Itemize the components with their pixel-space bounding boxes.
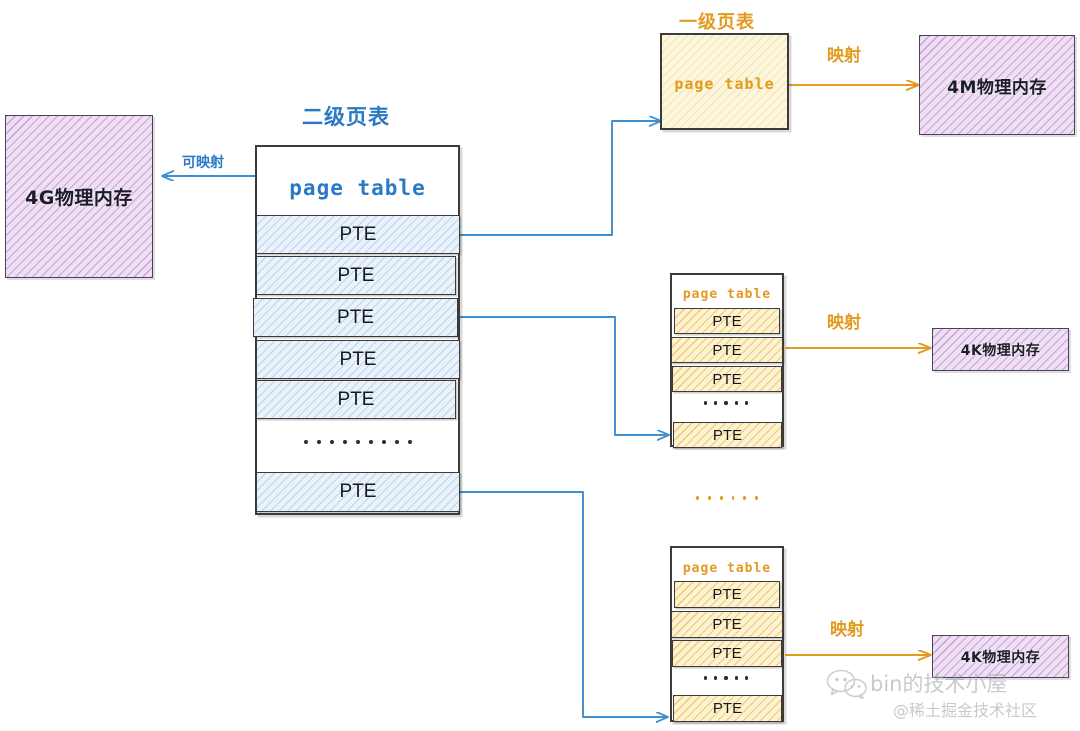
pte-label: PTE (339, 348, 377, 370)
label-map-bottom: 映射 (830, 620, 864, 640)
label-map-top: 映射 (827, 46, 861, 66)
table-row-last: PTE (673, 422, 782, 448)
pte-label: PTE (712, 370, 742, 388)
table-row: PTE (256, 215, 460, 254)
table-row: PTE (671, 337, 783, 363)
page-table-ellipsis (265, 432, 450, 452)
leaf-page-table-middle-title: page table (682, 286, 772, 302)
pte-label: PTE (337, 306, 374, 328)
connector-last-pte-to-bottom-table (459, 491, 667, 717)
table-row: PTE (672, 640, 782, 667)
leaf-tables-ellipsis (696, 490, 758, 506)
memory-block-4k-middle: 4K物理内存 (932, 328, 1069, 371)
pte-label: PTE (712, 312, 742, 330)
pte-label: PTE (337, 388, 375, 410)
table-row: PTE (256, 380, 456, 419)
pte-label: PTE (339, 481, 377, 502)
memory-block-4k-bottom-label: 4K物理内存 (960, 649, 1041, 666)
pte-label: PTE (712, 586, 742, 603)
pte-label: PTE (712, 645, 742, 662)
memory-block-4g: 4G物理内存 (5, 115, 153, 278)
table-row: PTE (256, 340, 460, 379)
page-table-ellipsis (690, 669, 762, 687)
memory-block-4m-label: 4M物理内存 (947, 77, 1047, 98)
title-first-level-page-table: 一级页表 (679, 12, 755, 33)
first-level-page-table: page table (660, 33, 789, 130)
table-row: PTE (671, 611, 783, 638)
memory-block-4g-label: 4G物理内存 (25, 187, 133, 209)
pte-label: PTE (712, 341, 742, 359)
second-level-page-table-title: page table (289, 176, 426, 200)
memory-block-4m: 4M物理内存 (919, 35, 1075, 135)
page-table-ellipsis (690, 394, 762, 412)
table-row: PTE (674, 308, 780, 334)
table-row: PTE (672, 366, 782, 392)
pte-label: PTE (712, 426, 743, 444)
leaf-page-table-bottom-title: page table (682, 560, 772, 576)
table-row: PTE (674, 581, 780, 608)
connector-pte1-to-top-table (459, 121, 660, 236)
table-row: PTE (256, 256, 456, 295)
label-map-middle: 映射 (827, 313, 861, 333)
table-row-last: PTE (256, 472, 460, 512)
memory-block-4k-middle-label: 4K物理内存 (960, 342, 1041, 359)
title-second-level-page-table: 二级页表 (302, 105, 390, 129)
table-row: PTE (253, 298, 458, 337)
table-row-last: PTE (673, 695, 782, 722)
pte-label: PTE (339, 223, 377, 245)
connector-pte3-to-middle-table (459, 316, 668, 435)
first-level-page-table-title: page table (674, 75, 775, 93)
pte-label: PTE (712, 616, 742, 633)
memory-block-4k-bottom: 4K物理内存 (932, 635, 1069, 678)
pte-label: PTE (712, 700, 743, 717)
pte-label: PTE (337, 264, 375, 286)
label-mappable: 可映射 (182, 155, 224, 171)
